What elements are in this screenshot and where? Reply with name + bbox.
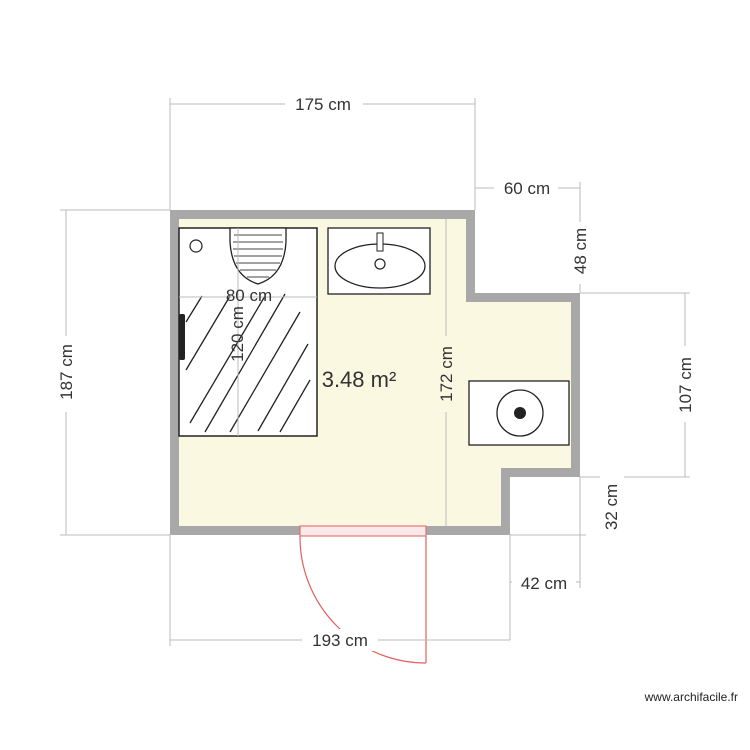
dim-shower-width: 80 cm (226, 286, 272, 305)
site-credit: www.archifacile.fr (644, 690, 738, 704)
faucet-icon (376, 232, 384, 252)
shower-handle (179, 314, 185, 360)
shower-drain-icon (189, 239, 203, 253)
door-swing-arc (299, 535, 427, 664)
dim-bottom-width: 193 cm (312, 631, 368, 650)
dim-notch-width: 42 cm (521, 574, 567, 593)
dim-left-height: 187 cm (57, 344, 76, 400)
dim-top-width: 175 cm (295, 95, 351, 114)
door-opening (299, 525, 427, 537)
dim-lower-step: 32 cm (602, 484, 621, 530)
room-area-label: 3.48 m² (322, 367, 397, 392)
washing-machine[interactable] (468, 380, 570, 446)
toilet[interactable] (229, 227, 287, 285)
dim-step-width: 60 cm (504, 179, 550, 198)
dim-inner-height: 172 cm (437, 346, 456, 402)
dim-step-height: 48 cm (571, 228, 590, 274)
dim-right-height: 107 cm (676, 357, 695, 413)
sink[interactable] (327, 227, 431, 295)
dim-shower-length: 120 cm (228, 306, 247, 362)
